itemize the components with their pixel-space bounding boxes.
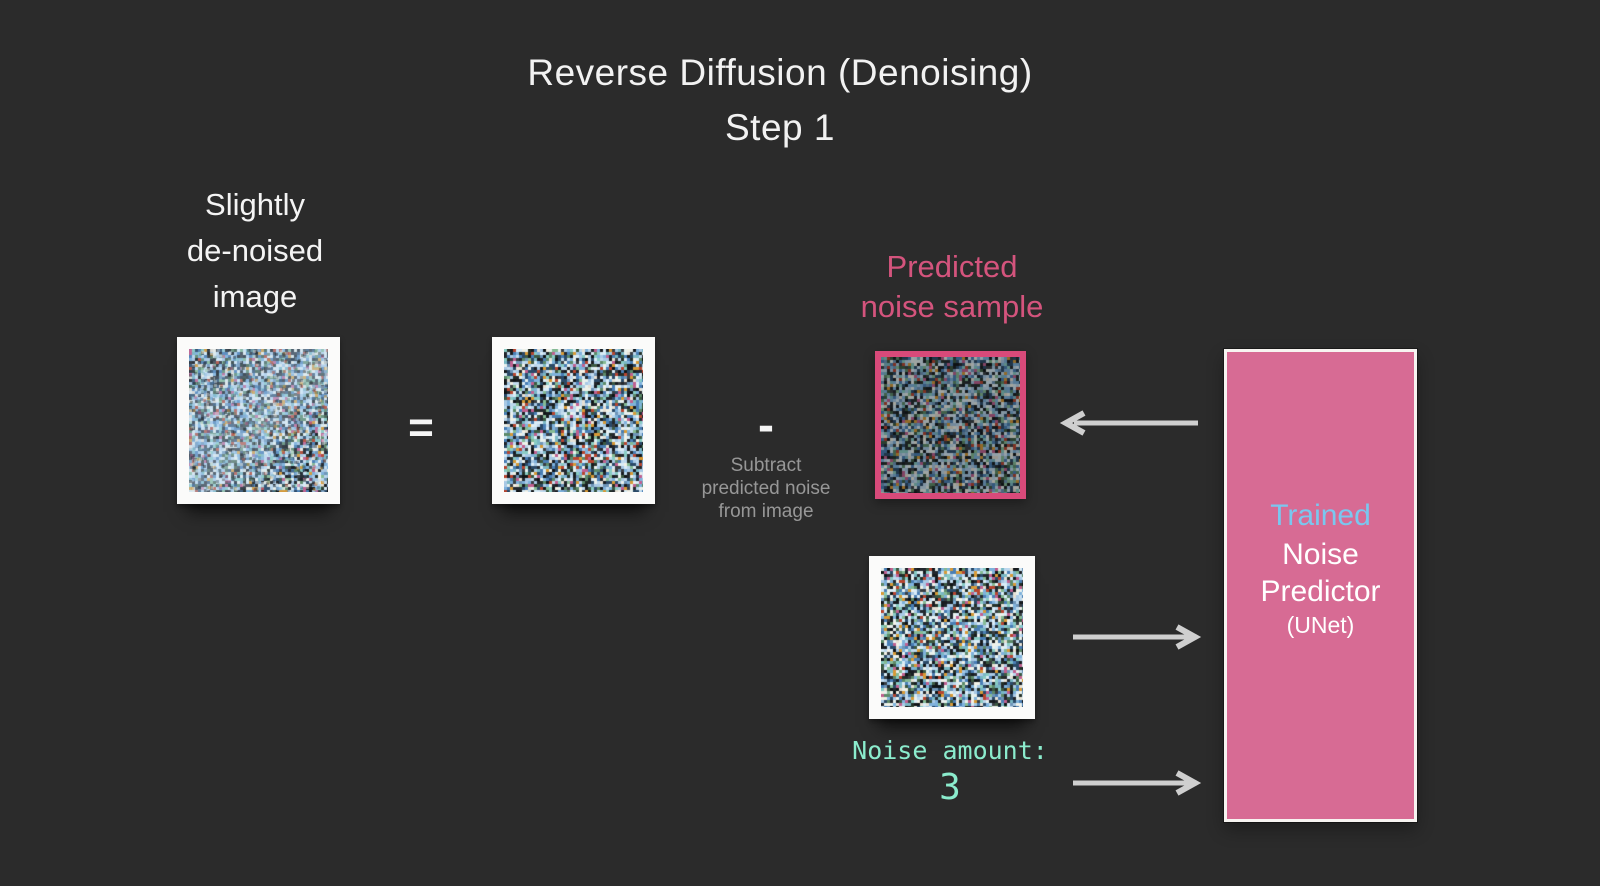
subtract-note-line-2: predicted noise: [701, 478, 831, 499]
predictor-box-predictor: Predictor: [1260, 575, 1381, 608]
noise-canvas-input: [881, 568, 1023, 707]
subtract-note: Subtract predicted noise from image: [646, 454, 886, 523]
subtract-note-line-3: from image: [718, 501, 814, 522]
denoised-label-line-3: image: [212, 279, 298, 314]
noise-amount-value: 3: [939, 767, 961, 808]
predicted-noise-label-line-2: noise sample: [860, 289, 1044, 324]
denoised-label-line-1: Slightly: [205, 187, 305, 222]
arrow-right-icon: [1073, 770, 1202, 796]
noise-amount-label: Noise amount:: [852, 736, 1048, 765]
predictor-box-trained: Trained: [1270, 499, 1371, 532]
subtract-note-line-1: Subtract: [730, 455, 802, 476]
predicted-noise-label: Predicted noise sample: [802, 247, 1102, 327]
arrow-left-icon: [1059, 410, 1198, 436]
predicted-noise-label-line-1: Predicted: [886, 249, 1018, 284]
title-line-1: Reverse Diffusion (Denoising): [527, 52, 1033, 93]
noise-predictor-box: Trained Noise Predictor (UNet): [1224, 349, 1417, 822]
predictor-box-unet: (UNet): [1286, 612, 1355, 638]
noise-canvas-predicted: [881, 357, 1020, 493]
slide-title: Reverse Diffusion (Denoising) Step 1: [380, 45, 1180, 155]
equals-sign: =: [408, 403, 434, 452]
denoised-label-line-2: de-noised: [186, 233, 324, 268]
title-line-2: Step 1: [725, 107, 835, 148]
noise-canvas-denoised: [189, 349, 328, 492]
noise-canvas-operand: [504, 349, 643, 492]
minus-sign: -: [758, 399, 774, 452]
predicted-noise-image: [875, 351, 1026, 499]
denoised-result-image: [177, 337, 340, 504]
arrow-right-icon: [1073, 624, 1202, 650]
predictor-box-noise: Noise: [1282, 538, 1359, 571]
denoised-image-label: Slightly de-noised image: [100, 182, 410, 320]
noisy-input-image: [869, 556, 1035, 719]
noisy-operand-image: [492, 337, 655, 504]
noise-amount: Noise amount: 3: [800, 737, 1100, 808]
